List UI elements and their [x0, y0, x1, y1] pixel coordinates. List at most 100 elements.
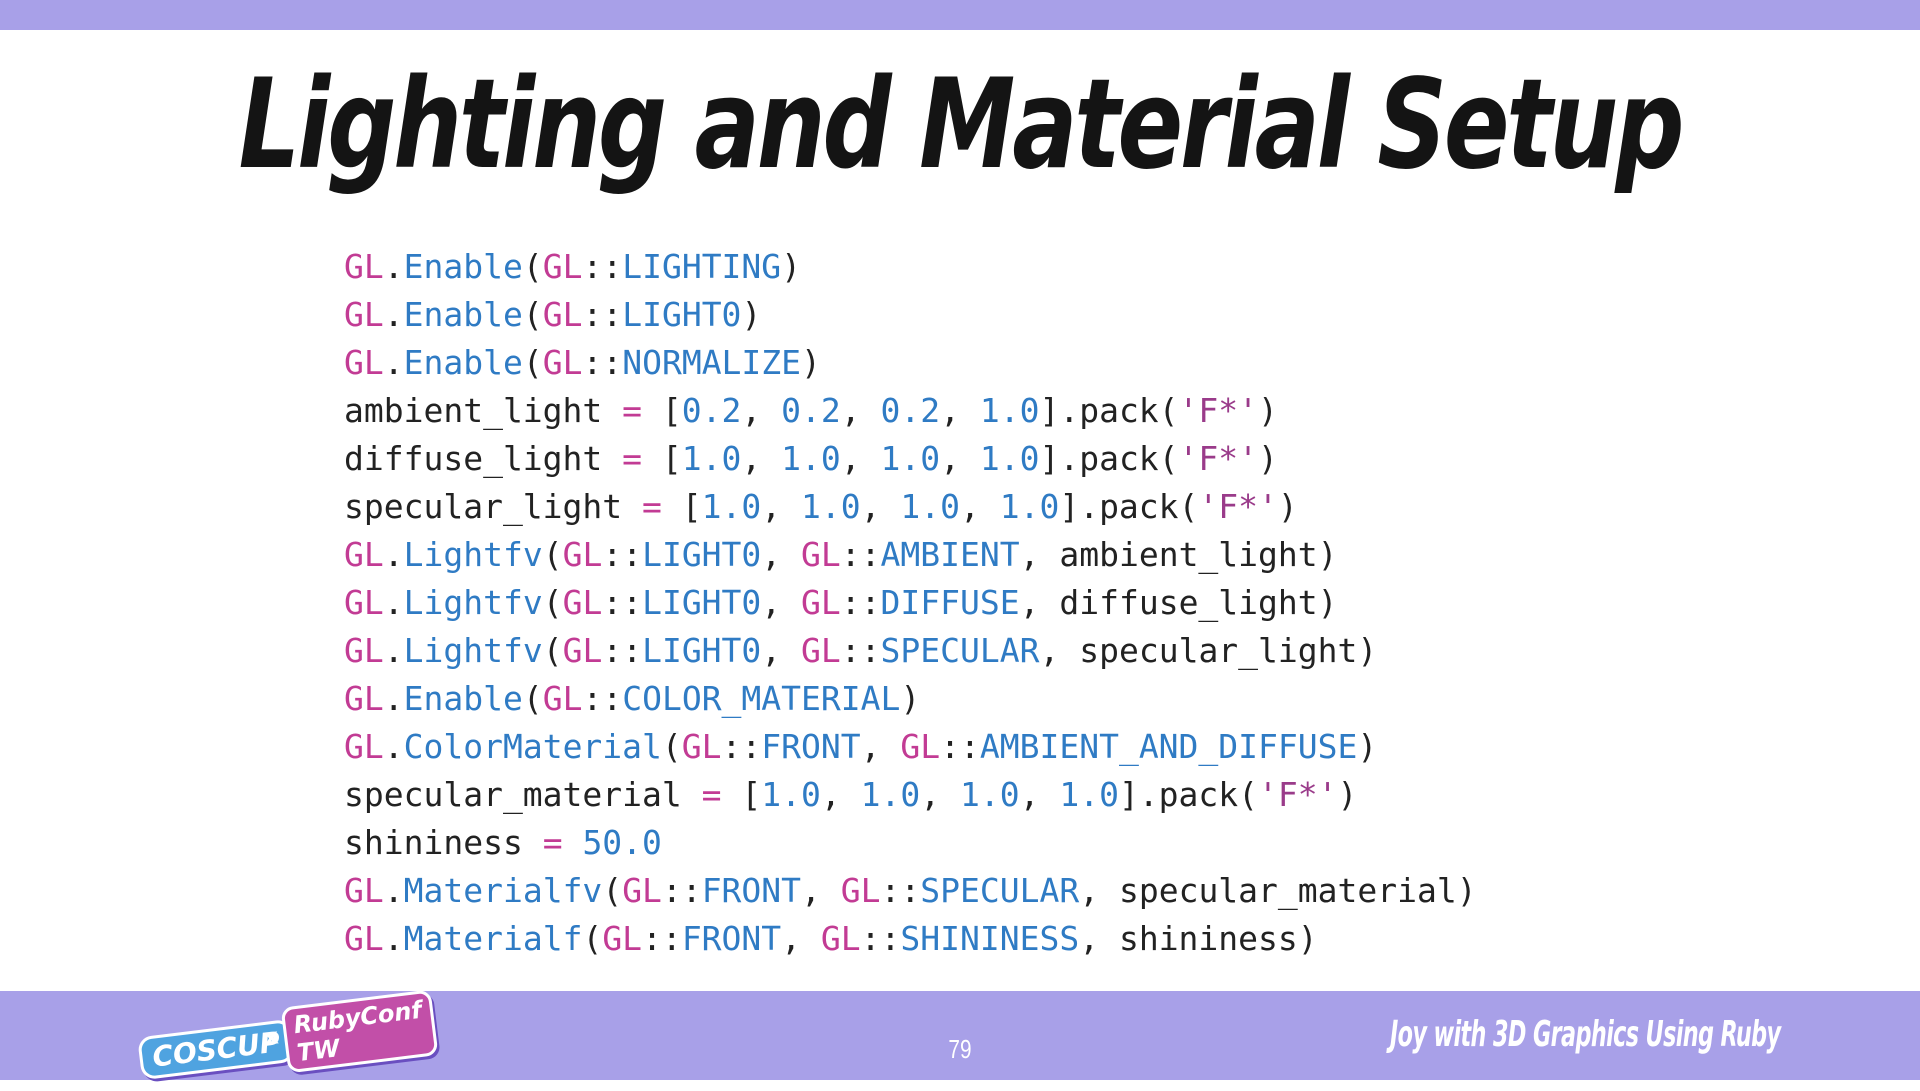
code-token: LIGHTING: [622, 247, 782, 286]
code-token: ::: [642, 919, 682, 958]
code-token: ): [801, 343, 821, 382]
code-line: shininess = 50.0: [344, 819, 1477, 867]
code-token: ): [1258, 391, 1278, 430]
code-token: ,: [860, 727, 901, 766]
code-token: GL: [602, 919, 643, 958]
code-line: GL.Enable(GL::LIGHTING): [344, 243, 1477, 291]
code-token: =: [542, 823, 563, 862]
code-token: (: [582, 919, 603, 958]
code-token: GL: [542, 679, 583, 718]
code-token: , ambient_light): [1019, 535, 1338, 574]
code-token: ,: [920, 775, 960, 814]
code-token: FRONT: [701, 871, 802, 910]
code-token: 0.2: [681, 391, 742, 430]
code-token: .: [383, 727, 404, 766]
code-token: LIGHT0: [642, 631, 762, 670]
code-line: diffuse_light = [1.0, 1.0, 1.0, 1.0].pac…: [344, 435, 1477, 483]
code-token: ].pack(: [1059, 487, 1199, 526]
code-token: Lightfv: [403, 583, 543, 622]
code-token: 0.2: [781, 391, 841, 430]
code-token: ): [781, 247, 802, 286]
code-token: ::: [880, 871, 921, 910]
code-line: GL.Lightfv(GL::LIGHT0, GL::AMBIENT, ambi…: [344, 531, 1477, 579]
logo-separator: x: [262, 1024, 280, 1051]
code-token: ,: [940, 439, 980, 478]
code-token: (: [602, 871, 623, 910]
code-token: ::: [721, 727, 762, 766]
code-token: Enable: [403, 679, 523, 718]
code-token: GL: [562, 631, 603, 670]
code-token: ::: [602, 583, 643, 622]
code-token: (: [542, 631, 563, 670]
code-token: Enable: [403, 247, 523, 286]
code-token: ,: [761, 631, 802, 670]
code-token: GL: [840, 871, 881, 910]
code-token: 1.0: [860, 775, 921, 814]
code-token: ].pack(: [1039, 391, 1179, 430]
footer-talk-title: Joy with 3D Graphics Using Ruby: [1390, 1014, 1781, 1055]
code-token: , specular_light): [1039, 631, 1378, 670]
code-token: ::: [582, 343, 623, 382]
code-token: .: [383, 535, 404, 574]
code-token: Materialfv: [403, 871, 603, 910]
code-token: ): [1357, 727, 1378, 766]
code-token: , specular_material): [1079, 871, 1477, 910]
code-token: Enable: [403, 295, 523, 334]
code-token: GL: [542, 247, 583, 286]
code-token: 1.0: [959, 775, 1020, 814]
code-token: 1.0: [900, 487, 960, 526]
code-token: ::: [840, 583, 881, 622]
code-token: COLOR_MATERIAL: [622, 679, 901, 718]
code-token: ,: [741, 439, 782, 478]
code-token: 0.2: [880, 391, 941, 430]
code-token: .: [383, 247, 404, 286]
code-line: GL.Enable(GL::LIGHT0): [344, 291, 1477, 339]
code-token: ): [741, 295, 762, 334]
code-line: ambient_light = [0.2, 0.2, 0.2, 1.0].pac…: [344, 387, 1477, 435]
code-token: FRONT: [681, 919, 782, 958]
code-token: ): [1337, 775, 1358, 814]
code-token: ].pack(: [1118, 775, 1259, 814]
code-token: Lightfv: [403, 631, 543, 670]
code-token: 1.0: [999, 487, 1060, 526]
code-token: LIGHT0: [642, 535, 762, 574]
code-token: GL: [344, 535, 384, 574]
code-token: ::: [602, 535, 643, 574]
code-token: .: [383, 679, 404, 718]
code-block: GL.Enable(GL::LIGHTING)GL.Enable(GL::LIG…: [344, 243, 1477, 963]
code-token: GL: [542, 343, 583, 382]
code-token: SPECULAR: [920, 871, 1080, 910]
code-token: 'F*': [1198, 487, 1278, 526]
code-token: 50.0: [582, 823, 662, 862]
code-token: =: [622, 391, 643, 430]
code-token: 1.0: [801, 487, 861, 526]
code-token: Materialf: [403, 919, 583, 958]
code-token: GL: [801, 535, 841, 574]
top-accent-bar: [0, 0, 1920, 30]
code-token: ): [900, 679, 921, 718]
code-token: =: [701, 775, 722, 814]
code-token: .: [383, 871, 404, 910]
code-token: GL: [622, 871, 662, 910]
code-token: (: [522, 247, 543, 286]
code-token: ): [1258, 439, 1278, 478]
code-token: SPECULAR: [880, 631, 1040, 670]
code-token: specular_material: [344, 775, 702, 814]
code-token: GL: [344, 295, 384, 334]
code-token: GL: [562, 535, 603, 574]
code-token: [: [642, 391, 682, 430]
code-token: FRONT: [761, 727, 861, 766]
code-token: AMBIENT_AND_DIFFUSE: [979, 727, 1358, 766]
code-token: GL: [344, 343, 384, 382]
code-token: ,: [840, 439, 881, 478]
code-line: GL.Enable(GL::NORMALIZE): [344, 339, 1477, 387]
code-token: GL: [900, 727, 941, 766]
code-token: 1.0: [781, 439, 841, 478]
code-token: 1.0: [701, 487, 762, 526]
code-token: GL: [344, 247, 384, 286]
code-token: ColorMaterial: [403, 727, 662, 766]
code-token: GL: [344, 919, 384, 958]
code-token: GL: [820, 919, 861, 958]
code-token: Lightfv: [403, 535, 543, 574]
code-token: 1.0: [979, 391, 1040, 430]
